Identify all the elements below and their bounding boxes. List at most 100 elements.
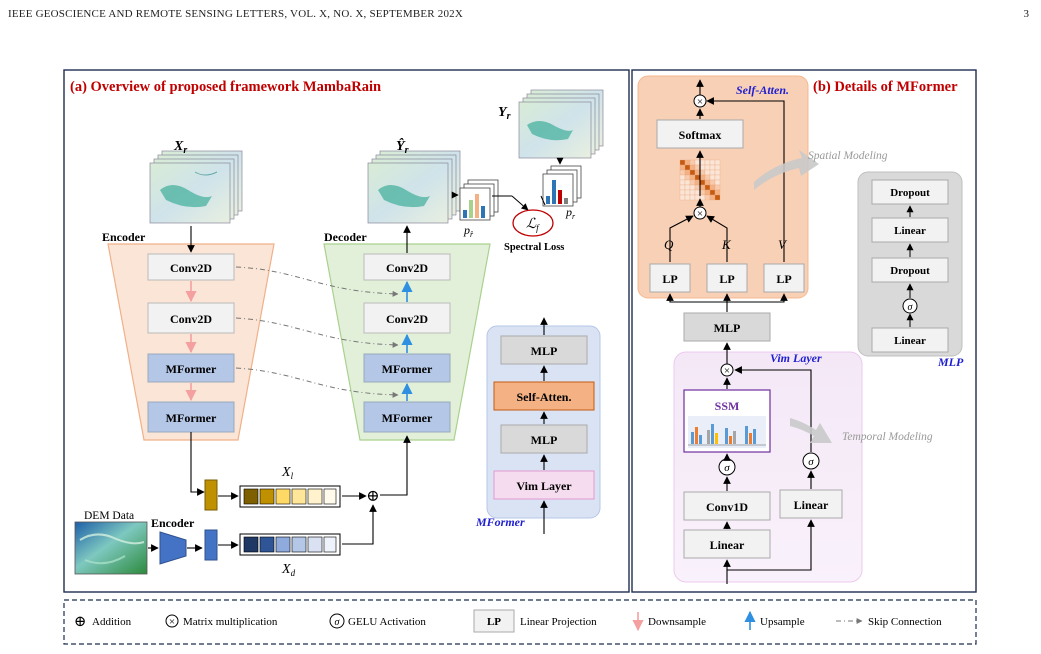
p-hat-label: pr̂ [463, 223, 474, 239]
attention-cell [699, 174, 706, 181]
xl-label: Xl [281, 465, 294, 481]
mlp-detail-caption: MLP [937, 355, 964, 369]
decoder-label: Decoder [324, 230, 367, 244]
attention-cell [704, 169, 711, 176]
q-label: Q [664, 237, 674, 252]
attention-cell [694, 189, 701, 196]
legend: ⊕ Addition × Matrix multiplication σ GEL… [74, 609, 942, 633]
matmul-mid: × [697, 208, 703, 220]
linear-left-box [683, 529, 771, 559]
svg-text:Matrix multiplication: Matrix multiplication [183, 616, 278, 628]
legend-gelu-icon [329, 613, 345, 629]
xr-map-stack [149, 150, 243, 224]
svg-text:Linear: Linear [794, 498, 829, 512]
attention-cell [679, 164, 686, 171]
attention-cell [714, 179, 721, 186]
attention-cell [679, 169, 686, 176]
softmax-box [656, 119, 744, 149]
attention-cell [704, 159, 711, 166]
attention-cell [699, 164, 706, 171]
lp-boxes: LP LP LP [649, 263, 805, 293]
attention-cell [679, 189, 686, 196]
attention-cell [694, 179, 701, 186]
attention-cell [704, 174, 711, 181]
encoder-label: Encoder [102, 230, 146, 244]
attention-cell [689, 189, 696, 196]
xr-label: Xr [173, 139, 187, 156]
attention-cell [709, 174, 716, 181]
attention-cell [714, 184, 721, 191]
attention-cell [684, 179, 691, 186]
encoder-blocks: Conv2D Conv2D MFormer MFormer [147, 253, 235, 433]
svg-text:GELU Activation: GELU Activation [348, 616, 426, 628]
mlp-box [683, 312, 771, 342]
attention-cell [709, 169, 716, 176]
decoder-blocks: Conv2D Conv2D MFormer MFormer [363, 253, 451, 433]
vim-caption: Vim Layer [770, 351, 822, 365]
svg-text:MFormer: MFormer [382, 362, 433, 376]
dem-encoder-label: Encoder [151, 516, 195, 530]
attention-cell [684, 174, 691, 181]
svg-text:σ: σ [724, 462, 730, 474]
attention-cell [709, 164, 716, 171]
loss-label: ℒf [526, 217, 540, 233]
attention-cell [689, 179, 696, 186]
dem-map [74, 521, 148, 575]
loss-ellipse [512, 209, 554, 237]
svg-text:LP: LP [776, 272, 791, 286]
svg-text:LP: LP [719, 272, 734, 286]
svg-text:σ: σ [908, 302, 914, 313]
svg-text:Skip Connection: Skip Connection [868, 616, 942, 628]
svg-text:Upsample: Upsample [760, 616, 805, 628]
attention-cell [699, 159, 706, 166]
svg-text:LP: LP [487, 616, 501, 628]
svg-text:Linear: Linear [894, 225, 926, 237]
xl-token [204, 479, 218, 511]
attention-cell [714, 189, 721, 196]
attention-cell [699, 179, 706, 186]
svg-text:Conv1D: Conv1D [706, 500, 748, 514]
attention-cell [714, 174, 721, 181]
p-r-histogram [542, 165, 582, 207]
svg-text:Linear Projection: Linear Projection [520, 616, 597, 628]
attention-cell [689, 164, 696, 171]
mlp-detail-blocks: Dropout Linear Dropout Linear [871, 179, 949, 353]
svg-text:MLP: MLP [714, 321, 741, 335]
p-r-label: pr [565, 205, 576, 221]
attention-cell [679, 194, 686, 201]
mformer-caption: MFormer [475, 515, 525, 529]
attention-cell [704, 164, 711, 171]
attention-cell [704, 179, 711, 186]
attention-cell [679, 159, 686, 166]
page-number: 3 [1023, 8, 1030, 20]
attention-cell [704, 194, 711, 201]
attention-cell [699, 184, 706, 191]
panel-b-frame [631, 69, 977, 593]
journal-header: IEEE GEOSCIENCE AND REMOTE SENSING LETTE… [8, 8, 464, 20]
attention-cell [684, 159, 691, 166]
attention-cell [709, 179, 716, 186]
attention-cell [684, 164, 691, 171]
attention-cell [694, 169, 701, 176]
attention-cell [684, 184, 691, 191]
attention-cell [714, 169, 721, 176]
attention-cell [684, 169, 691, 176]
gelu-mlp [902, 298, 918, 314]
svg-text:Conv2D: Conv2D [386, 261, 428, 275]
attention-cell [694, 174, 701, 181]
attention-cell [689, 174, 696, 181]
svg-text:Linear: Linear [710, 538, 745, 552]
attention-cell [714, 194, 721, 201]
xd-sequence [239, 533, 341, 556]
attention-cell [704, 184, 711, 191]
p-hat-histogram [459, 179, 499, 221]
matmul-vim: × [724, 365, 730, 377]
spectral-loss-label: Spectral Loss [504, 242, 564, 253]
attention-cell [709, 194, 716, 201]
svg-text:MLP: MLP [531, 433, 558, 447]
xl-sequence [239, 485, 341, 508]
svg-text:MLP: MLP [531, 344, 558, 358]
v-label: V [778, 237, 788, 252]
attention-cell [709, 159, 716, 166]
